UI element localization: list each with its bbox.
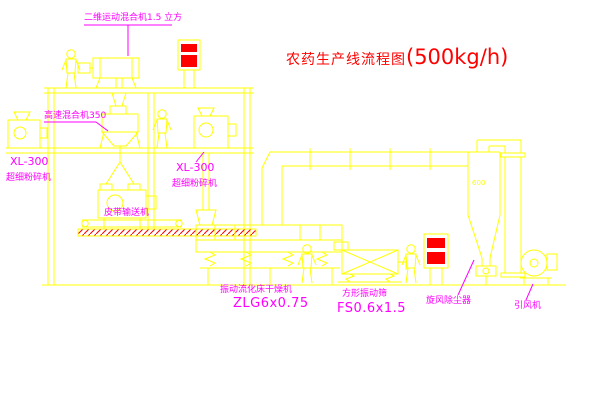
diagram-title: 农药生产线流程图 (500kg/h)	[286, 45, 508, 69]
cyclone-drawing	[467, 151, 501, 285]
label-cyclone: 旋风除尘器	[426, 296, 472, 306]
diagram-title-text: 农药生产线流程图	[286, 52, 406, 68]
stack-duct-drawing	[476, 139, 526, 278]
diagram-title-capacity: (500kg/h)	[406, 45, 509, 69]
worker-figure-4	[401, 244, 421, 284]
worker-figure-2	[152, 109, 172, 149]
label-xl300-left-model: XL-300	[10, 155, 49, 168]
building-structure	[6, 87, 254, 285]
label-fan: 引风机	[514, 301, 542, 311]
label-dryer-model: ZLG6x0.75	[233, 296, 309, 311]
label-xl300-right-model: XL-300	[176, 161, 215, 174]
label-screen-name: 方形振动筛	[342, 289, 388, 299]
control-panel-1	[177, 39, 201, 89]
label-belt-conveyor: 皮带输送机	[104, 208, 150, 218]
label-cyclone-dim: 600	[472, 179, 486, 187]
control-panel-2	[423, 233, 449, 285]
label-leader-lines	[44, 24, 534, 301]
fluid-bed-dryer-drawing	[195, 224, 343, 285]
label-dryer-name: 振动流化床干燥机	[220, 285, 293, 295]
exhaust-duct-drawing	[261, 148, 468, 225]
pulverizer-left-drawing	[7, 111, 48, 149]
mixer-2d-drawing	[77, 57, 140, 107]
label-high-speed-mixer: 高速混合机350	[44, 111, 107, 121]
pulverizer-right-drawing	[193, 107, 237, 226]
label-screen-model: FS0.6x1.5	[337, 301, 407, 316]
worker-figure-3	[297, 244, 317, 284]
label-mixer-2d: 二维运动混合机1.5 立方	[84, 13, 183, 23]
fan-drawing	[520, 249, 558, 285]
floor-slab-hatch	[77, 228, 257, 237]
worker-figure-1	[61, 49, 81, 89]
vibrating-screen-drawing	[333, 241, 407, 283]
belt-conveyor-drawing	[81, 219, 183, 228]
label-xl300-right-name: 超细粉碎机	[172, 179, 218, 189]
label-xl300-left-name: 超细粉碎机	[6, 173, 52, 183]
high-speed-mixer-drawing	[99, 105, 141, 191]
